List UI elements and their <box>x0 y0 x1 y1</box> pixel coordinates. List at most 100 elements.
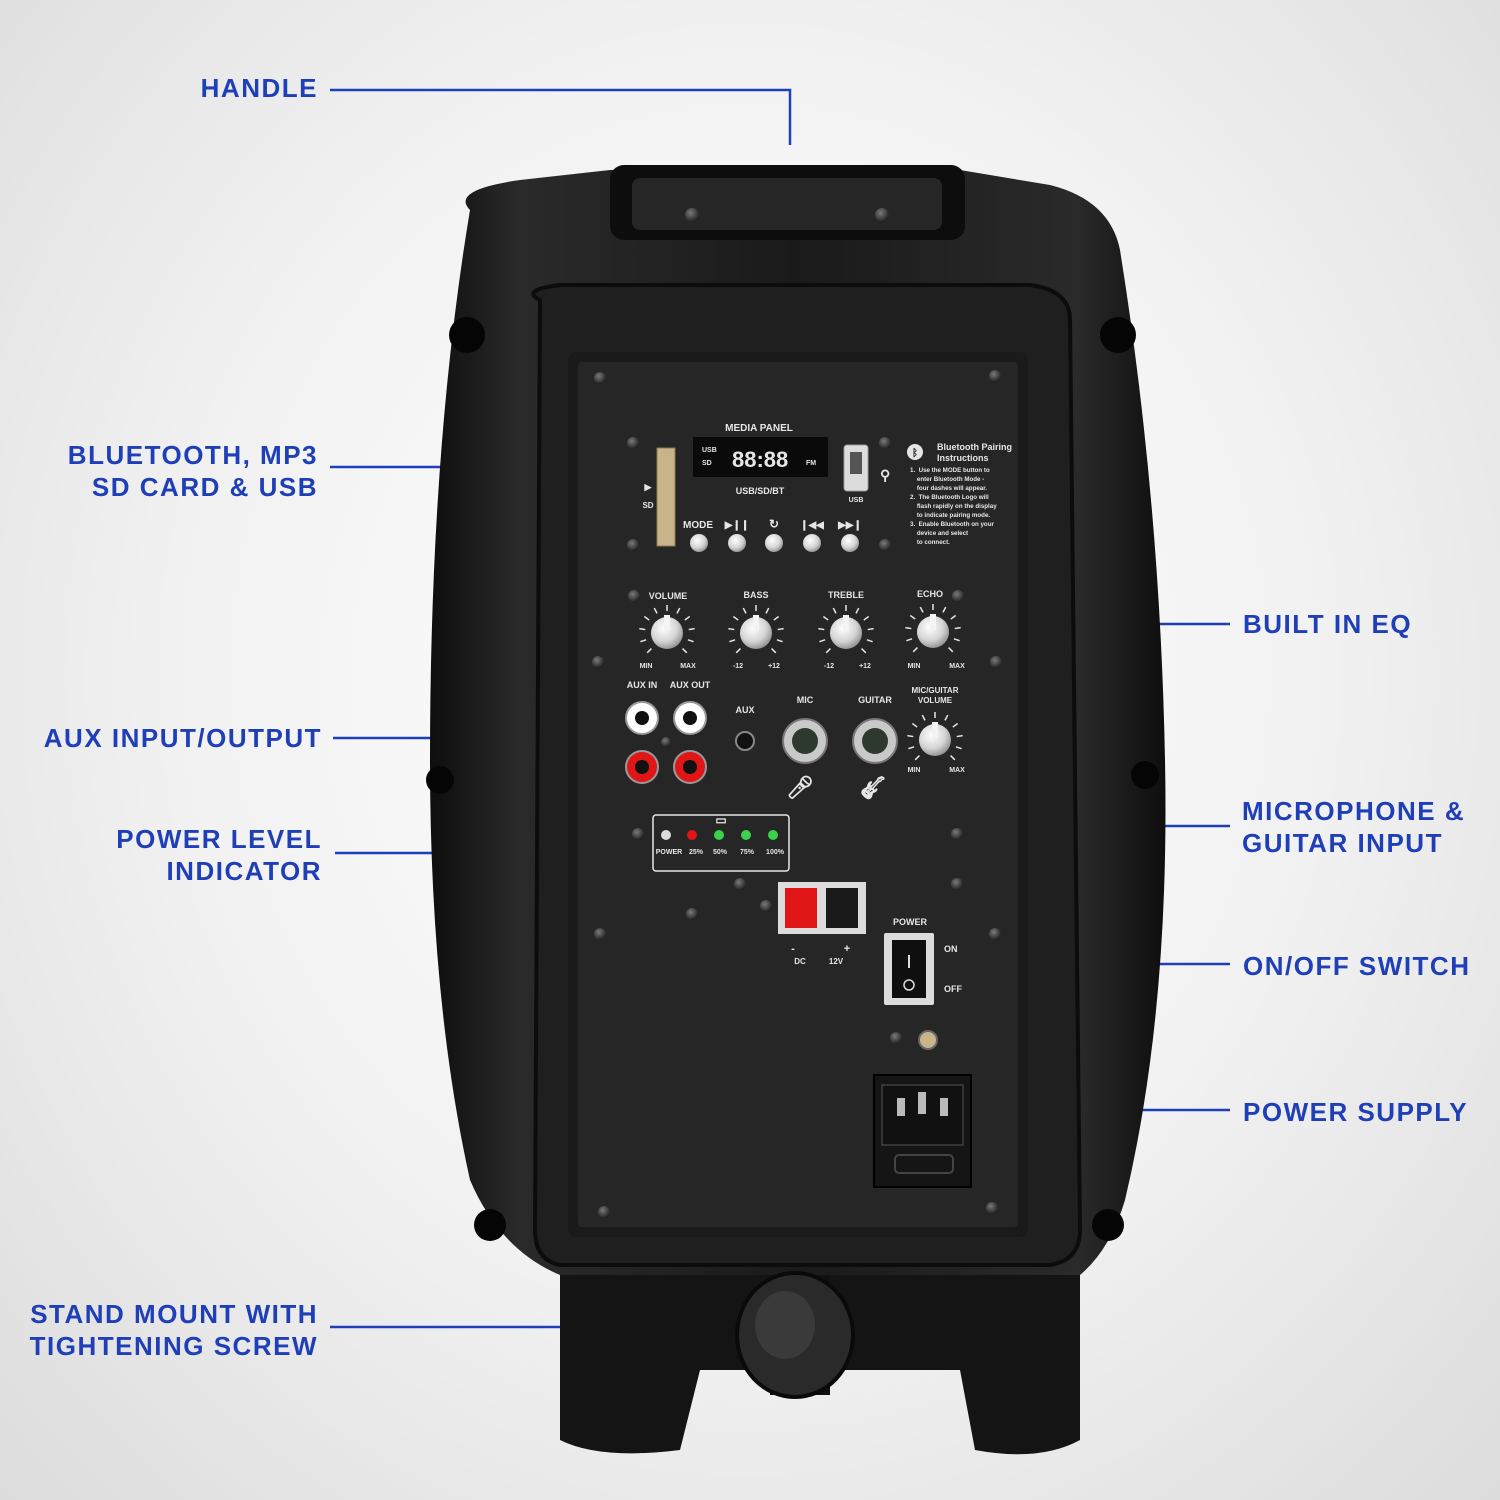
callout-onoff: ON/OFF SWITCH <box>1243 950 1470 982</box>
svg-text:100%: 100% <box>766 849 785 856</box>
dc-positive-terminal[interactable] <box>826 888 858 928</box>
volume-knob[interactable] <box>639 605 695 654</box>
callout-bluetooth-line1: BLUETOOTH, MP3 <box>67 440 318 470</box>
svg-text:▶▶❙: ▶▶❙ <box>837 520 862 531</box>
svg-text:MIN: MIN <box>908 663 921 670</box>
dc-negative-terminal[interactable] <box>785 888 817 928</box>
svg-text:▶❙❙: ▶❙❙ <box>724 520 749 531</box>
svg-text:POWER: POWER <box>656 849 682 856</box>
callout-stand: STAND MOUNT WITH TIGHTENING SCREW <box>30 1298 318 1362</box>
svg-text:▶: ▶ <box>644 482 653 492</box>
led-power <box>661 830 671 840</box>
guitar-icon: 🎸︎ <box>859 775 887 800</box>
svg-text:12V: 12V <box>829 957 844 966</box>
svg-text:3. Enable Bluetooth on your: 3. Enable Bluetooth on your <box>910 521 994 528</box>
callout-handle: HANDLE <box>201 72 318 104</box>
led-100 <box>768 830 778 840</box>
svg-text:BASS: BASS <box>743 590 768 600</box>
led-75 <box>741 830 751 840</box>
svg-text:FM: FM <box>806 460 816 467</box>
media-panel-label: MEDIA PANEL <box>725 423 793 434</box>
battery-icon: ▭ <box>715 813 726 827</box>
svg-text:to connect.: to connect. <box>910 539 950 546</box>
bass-knob[interactable] <box>728 605 784 654</box>
callout-bluetooth: BLUETOOTH, MP3 SD CARD & USB <box>68 439 318 503</box>
aux-3-5mm-jack[interactable] <box>735 731 755 751</box>
callout-eq: BUILT IN EQ <box>1243 608 1412 640</box>
treble-knob[interactable] <box>818 605 874 654</box>
svg-text:DC: DC <box>794 957 806 966</box>
svg-text:+: + <box>844 943 850 955</box>
svg-text:MIN: MIN <box>908 767 921 774</box>
svg-text:to indicate pairing mode.: to indicate pairing mode. <box>910 512 990 519</box>
svg-text:MIC/GUITAR: MIC/GUITAR <box>912 686 959 695</box>
handle-callout-line <box>330 88 792 145</box>
display-digits: 88:88 <box>732 447 788 472</box>
svg-text:ECHO: ECHO <box>917 589 943 599</box>
play-pause-button[interactable] <box>728 534 746 552</box>
callout-power-supply-text: POWER SUPPLY <box>1243 1097 1469 1127</box>
power-level-indicator: ▭ POWER 25% 50% 75% 100% <box>652 813 790 872</box>
usb-icon: ⚲ <box>880 467 890 483</box>
svg-text:SD: SD <box>702 460 712 467</box>
svg-text:ᛒ: ᛒ <box>912 447 918 459</box>
svg-text:SD: SD <box>642 501 653 510</box>
svg-text:Bluetooth Pairing: Bluetooth Pairing <box>937 442 1012 452</box>
fuse-holder[interactable] <box>918 1030 938 1050</box>
callout-onoff-text: ON/OFF SWITCH <box>1243 951 1471 981</box>
bluetooth-icon <box>907 444 923 460</box>
ac-power-inlet[interactable] <box>873 1074 972 1188</box>
svg-text:GUITAR: GUITAR <box>858 695 892 705</box>
callout-power-level-line2: INDICATOR <box>166 856 322 886</box>
mic-guitar-volume-knob[interactable] <box>907 712 963 761</box>
media-display <box>693 437 828 477</box>
svg-text:1. Use the MODE button to: 1. Use the MODE button to <box>910 467 990 474</box>
callout-handle-text: HANDLE <box>200 73 318 103</box>
svg-text:MAX: MAX <box>949 767 965 774</box>
svg-text:POWER: POWER <box>893 917 928 927</box>
svg-text:Instructions: Instructions <box>937 453 989 463</box>
svg-text:+12: +12 <box>768 663 780 670</box>
repeat-button[interactable] <box>765 534 783 552</box>
svg-text:-: - <box>791 943 795 955</box>
svg-text:MIC: MIC <box>797 695 814 705</box>
bluetooth-instructions: ᛒ Bluetooth Pairing Instructions 1. Use … <box>907 442 1012 546</box>
svg-text:MODE: MODE <box>683 520 713 531</box>
previous-button[interactable] <box>803 534 821 552</box>
svg-text:-12: -12 <box>733 663 743 670</box>
dc-terminal: - + DC 12V <box>778 882 866 966</box>
svg-text:50%: 50% <box>713 849 728 856</box>
svg-text:OFF: OFF <box>944 984 962 994</box>
svg-text:enter Bluetooth Mode -: enter Bluetooth Mode - <box>910 476 984 483</box>
svg-text:ON: ON <box>944 944 958 954</box>
media-buttons: ▶❙❙ ↻ ❙◀◀ ▶▶❙ <box>690 517 862 552</box>
mode-button[interactable] <box>690 534 708 552</box>
next-button[interactable] <box>841 534 859 552</box>
callout-power-level-line1: POWER LEVEL <box>116 824 322 854</box>
echo-knob[interactable] <box>905 604 961 653</box>
control-panel: MEDIA PANEL USB SD 88:88 FM USB/SD/BT ▶ … <box>568 352 1028 1237</box>
sd-card-slot[interactable] <box>656 447 676 547</box>
svg-text:MAX: MAX <box>680 663 696 670</box>
svg-text:four dashes will appear.: four dashes will appear. <box>910 485 987 492</box>
callout-bluetooth-line2: SD CARD & USB <box>91 472 318 502</box>
power-rocker-switch[interactable] <box>892 940 926 998</box>
svg-text:MIN: MIN <box>640 663 653 670</box>
eq-section: VOLUME BASS TREBLE ECHO MIN MAX -12 +12 … <box>639 589 965 761</box>
svg-text:USB: USB <box>849 497 864 504</box>
svg-text:+12: +12 <box>859 663 871 670</box>
power-switch-section: POWER ON OFF <box>884 917 962 1050</box>
svg-text:USB/SD/BT: USB/SD/BT <box>736 486 785 496</box>
svg-text:flash rapidly on the display: flash rapidly on the display <box>910 503 997 510</box>
aux-section: AUX IN AUX OUT AUX <box>625 680 755 784</box>
callout-power-level: POWER LEVEL INDICATOR <box>116 823 322 887</box>
callout-mic-guitar-line1: MICROPHONE & <box>1242 796 1466 826</box>
callout-stand-line1: STAND MOUNT WITH <box>30 1299 318 1329</box>
callout-power-supply: POWER SUPPLY <box>1243 1096 1468 1128</box>
svg-text:TREBLE: TREBLE <box>828 590 864 600</box>
svg-text:AUX IN: AUX IN <box>627 680 658 690</box>
svg-text:VOLUME: VOLUME <box>918 696 953 705</box>
svg-text:AUX OUT: AUX OUT <box>670 680 711 690</box>
